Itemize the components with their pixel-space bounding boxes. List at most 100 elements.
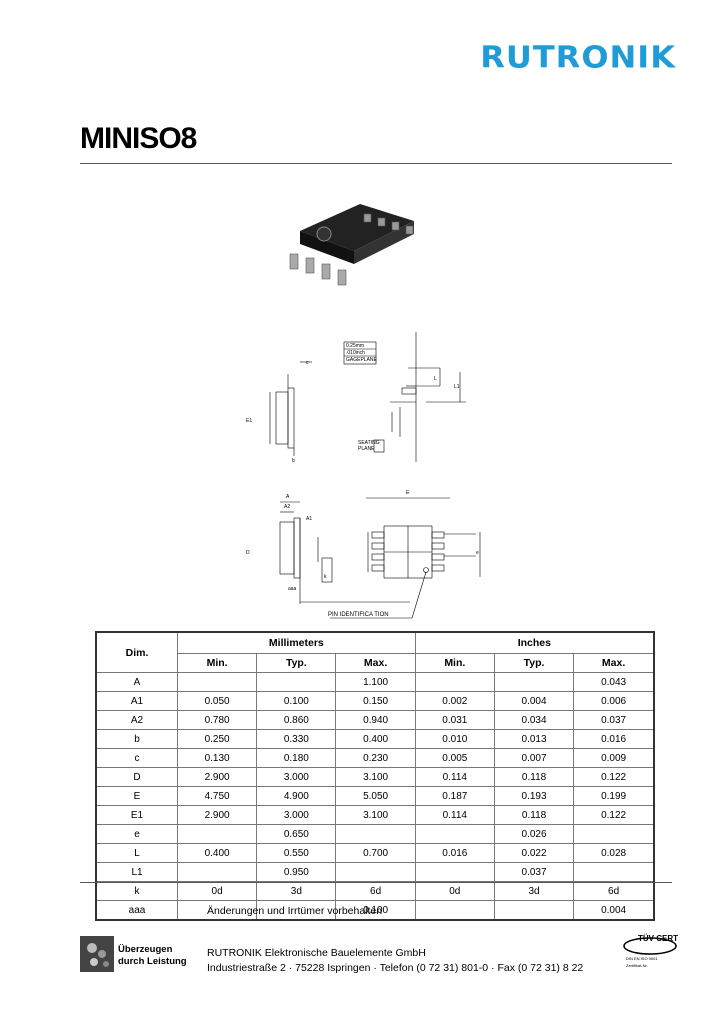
cell-mm-typ: 0.950 xyxy=(256,862,337,882)
cell-in-typ: 3d xyxy=(493,881,575,901)
dim-label-D: D xyxy=(246,550,250,556)
cell-dim: E xyxy=(95,786,178,806)
table-header-row-1: Dim. Millimeters Inches xyxy=(95,631,655,673)
cell-mm-typ: 0.180 xyxy=(256,748,337,768)
cell-in-min xyxy=(414,900,495,921)
cert-text-2: Zertifikat-Nr. xyxy=(626,963,648,968)
dim-label-L1: L1 xyxy=(454,384,460,390)
package-photo xyxy=(289,204,414,286)
cell-mm-min xyxy=(176,862,258,882)
cell-in-max xyxy=(573,824,655,844)
dim-label-A: A xyxy=(286,494,290,500)
gage-text-3: GAGEPLANE xyxy=(346,357,378,363)
seating-text-2: PLANE xyxy=(358,446,375,452)
dim-label-A2: A2 xyxy=(284,504,290,510)
cell-in-typ: 0.037 xyxy=(493,862,575,882)
cell-in-max: 0.028 xyxy=(573,843,655,863)
cell-in-max: 0.043 xyxy=(573,672,655,692)
cell-mm-max: 3.100 xyxy=(335,805,416,825)
dim-label-A1: A1 xyxy=(306,516,312,522)
header-millimeters: Millimeters xyxy=(177,631,416,654)
dim-label-b: b xyxy=(292,458,295,464)
cell-mm-max: 6d xyxy=(335,881,416,901)
cell-in-min: 0d xyxy=(414,881,495,901)
pin-identification-label: PIN IDENTIFICA TION xyxy=(328,612,389,618)
cell-in-min: 0.031 xyxy=(414,710,495,730)
company-name: RUTRONIK Elektronische Bauelemente GmbH xyxy=(207,947,426,959)
cell-mm-max: 0.150 xyxy=(335,691,416,711)
cell-in-typ: 0.118 xyxy=(493,805,575,825)
dim-label-aaa: aaa xyxy=(288,586,297,592)
cell-in-typ xyxy=(493,900,575,921)
cell-mm-min: 0.250 xyxy=(176,729,258,749)
header-mm-max: Max. xyxy=(335,653,416,673)
header-in-max: Max. xyxy=(573,653,655,673)
cell-in-min xyxy=(414,824,495,844)
cell-mm-typ: 0.650 xyxy=(256,824,337,844)
cell-in-min: 0.114 xyxy=(414,767,495,787)
cell-in-max: 0.037 xyxy=(573,710,655,730)
cert-text-1: DIN EN ISO 9001 xyxy=(626,956,658,961)
gage-text-2: .010inch xyxy=(346,350,365,356)
cell-in-typ: 0.013 xyxy=(493,729,575,749)
cell-dim: A1 xyxy=(95,691,178,711)
cell-in-max: 0.009 xyxy=(573,748,655,768)
cell-mm-min: 0.400 xyxy=(176,843,258,863)
cell-mm-min: 4.750 xyxy=(176,786,258,806)
cell-mm-min xyxy=(176,824,258,844)
header-in-min: Min. xyxy=(414,653,495,673)
company-address: Industriestraße 2 · 75228 Ispringen · Te… xyxy=(207,962,584,974)
dim-label-c: c xyxy=(306,360,309,366)
cell-dim: L1 xyxy=(95,862,178,882)
cell-mm-min xyxy=(176,672,258,692)
cell-mm-typ: 0.330 xyxy=(256,729,337,749)
company-info: RUTRONIK Elektronische Bauelemente GmbH … xyxy=(207,946,583,976)
table-row: L1 0.950 0.037 xyxy=(95,862,655,882)
gage-text-1: 0.25mm xyxy=(346,343,364,349)
cell-in-min: 0.002 xyxy=(414,691,495,711)
cell-mm-min: 0.050 xyxy=(176,691,258,711)
cell-dim: E1 xyxy=(95,805,178,825)
cell-in-min: 0.187 xyxy=(414,786,495,806)
mechanical-drawing: 0.25mm .010inch GAGEPLANE SEATING PLANE … xyxy=(246,332,481,619)
header-in-typ: Typ. xyxy=(493,653,575,673)
header-dim: Dim. xyxy=(95,631,178,673)
cell-in-max: 0.122 xyxy=(573,767,655,787)
seal-line-2: durch Leistung xyxy=(118,956,187,967)
dim-label-E: E xyxy=(406,490,410,496)
cell-dim: b xyxy=(95,729,178,749)
seal-logo-icon xyxy=(80,936,114,972)
cell-mm-typ: 0.860 xyxy=(256,710,337,730)
header-inches: Inches xyxy=(414,631,655,654)
cell-in-typ: 0.022 xyxy=(493,843,575,863)
cell-mm-min: 0.780 xyxy=(176,710,258,730)
cell-in-min: 0.114 xyxy=(414,805,495,825)
footer-divider xyxy=(80,882,672,883)
dimension-table: Dim. Millimeters Inches Min. Typ. Max. M… xyxy=(95,631,655,921)
cell-mm-max: 1.100 xyxy=(335,672,416,692)
cell-dim: k xyxy=(95,881,178,901)
dim-label-E1: E1 xyxy=(246,418,252,424)
cell-in-max: 0.016 xyxy=(573,729,655,749)
cell-mm-typ xyxy=(256,672,337,692)
brand-logo: RUTRONIK xyxy=(480,38,676,76)
cell-dim: e xyxy=(95,824,178,844)
cell-dim: D xyxy=(95,767,178,787)
cell-mm-max: 5.050 xyxy=(335,786,416,806)
cell-in-max: 0.199 xyxy=(573,786,655,806)
disclaimer-text: Änderungen und Irrtümer vorbehalten xyxy=(207,905,383,917)
header-mm-min: Min. xyxy=(176,653,258,673)
cell-dim: aaa xyxy=(95,900,178,921)
cell-in-typ xyxy=(493,672,575,692)
cell-mm-max: 0.940 xyxy=(335,710,416,730)
cell-mm-max: 0.400 xyxy=(335,729,416,749)
